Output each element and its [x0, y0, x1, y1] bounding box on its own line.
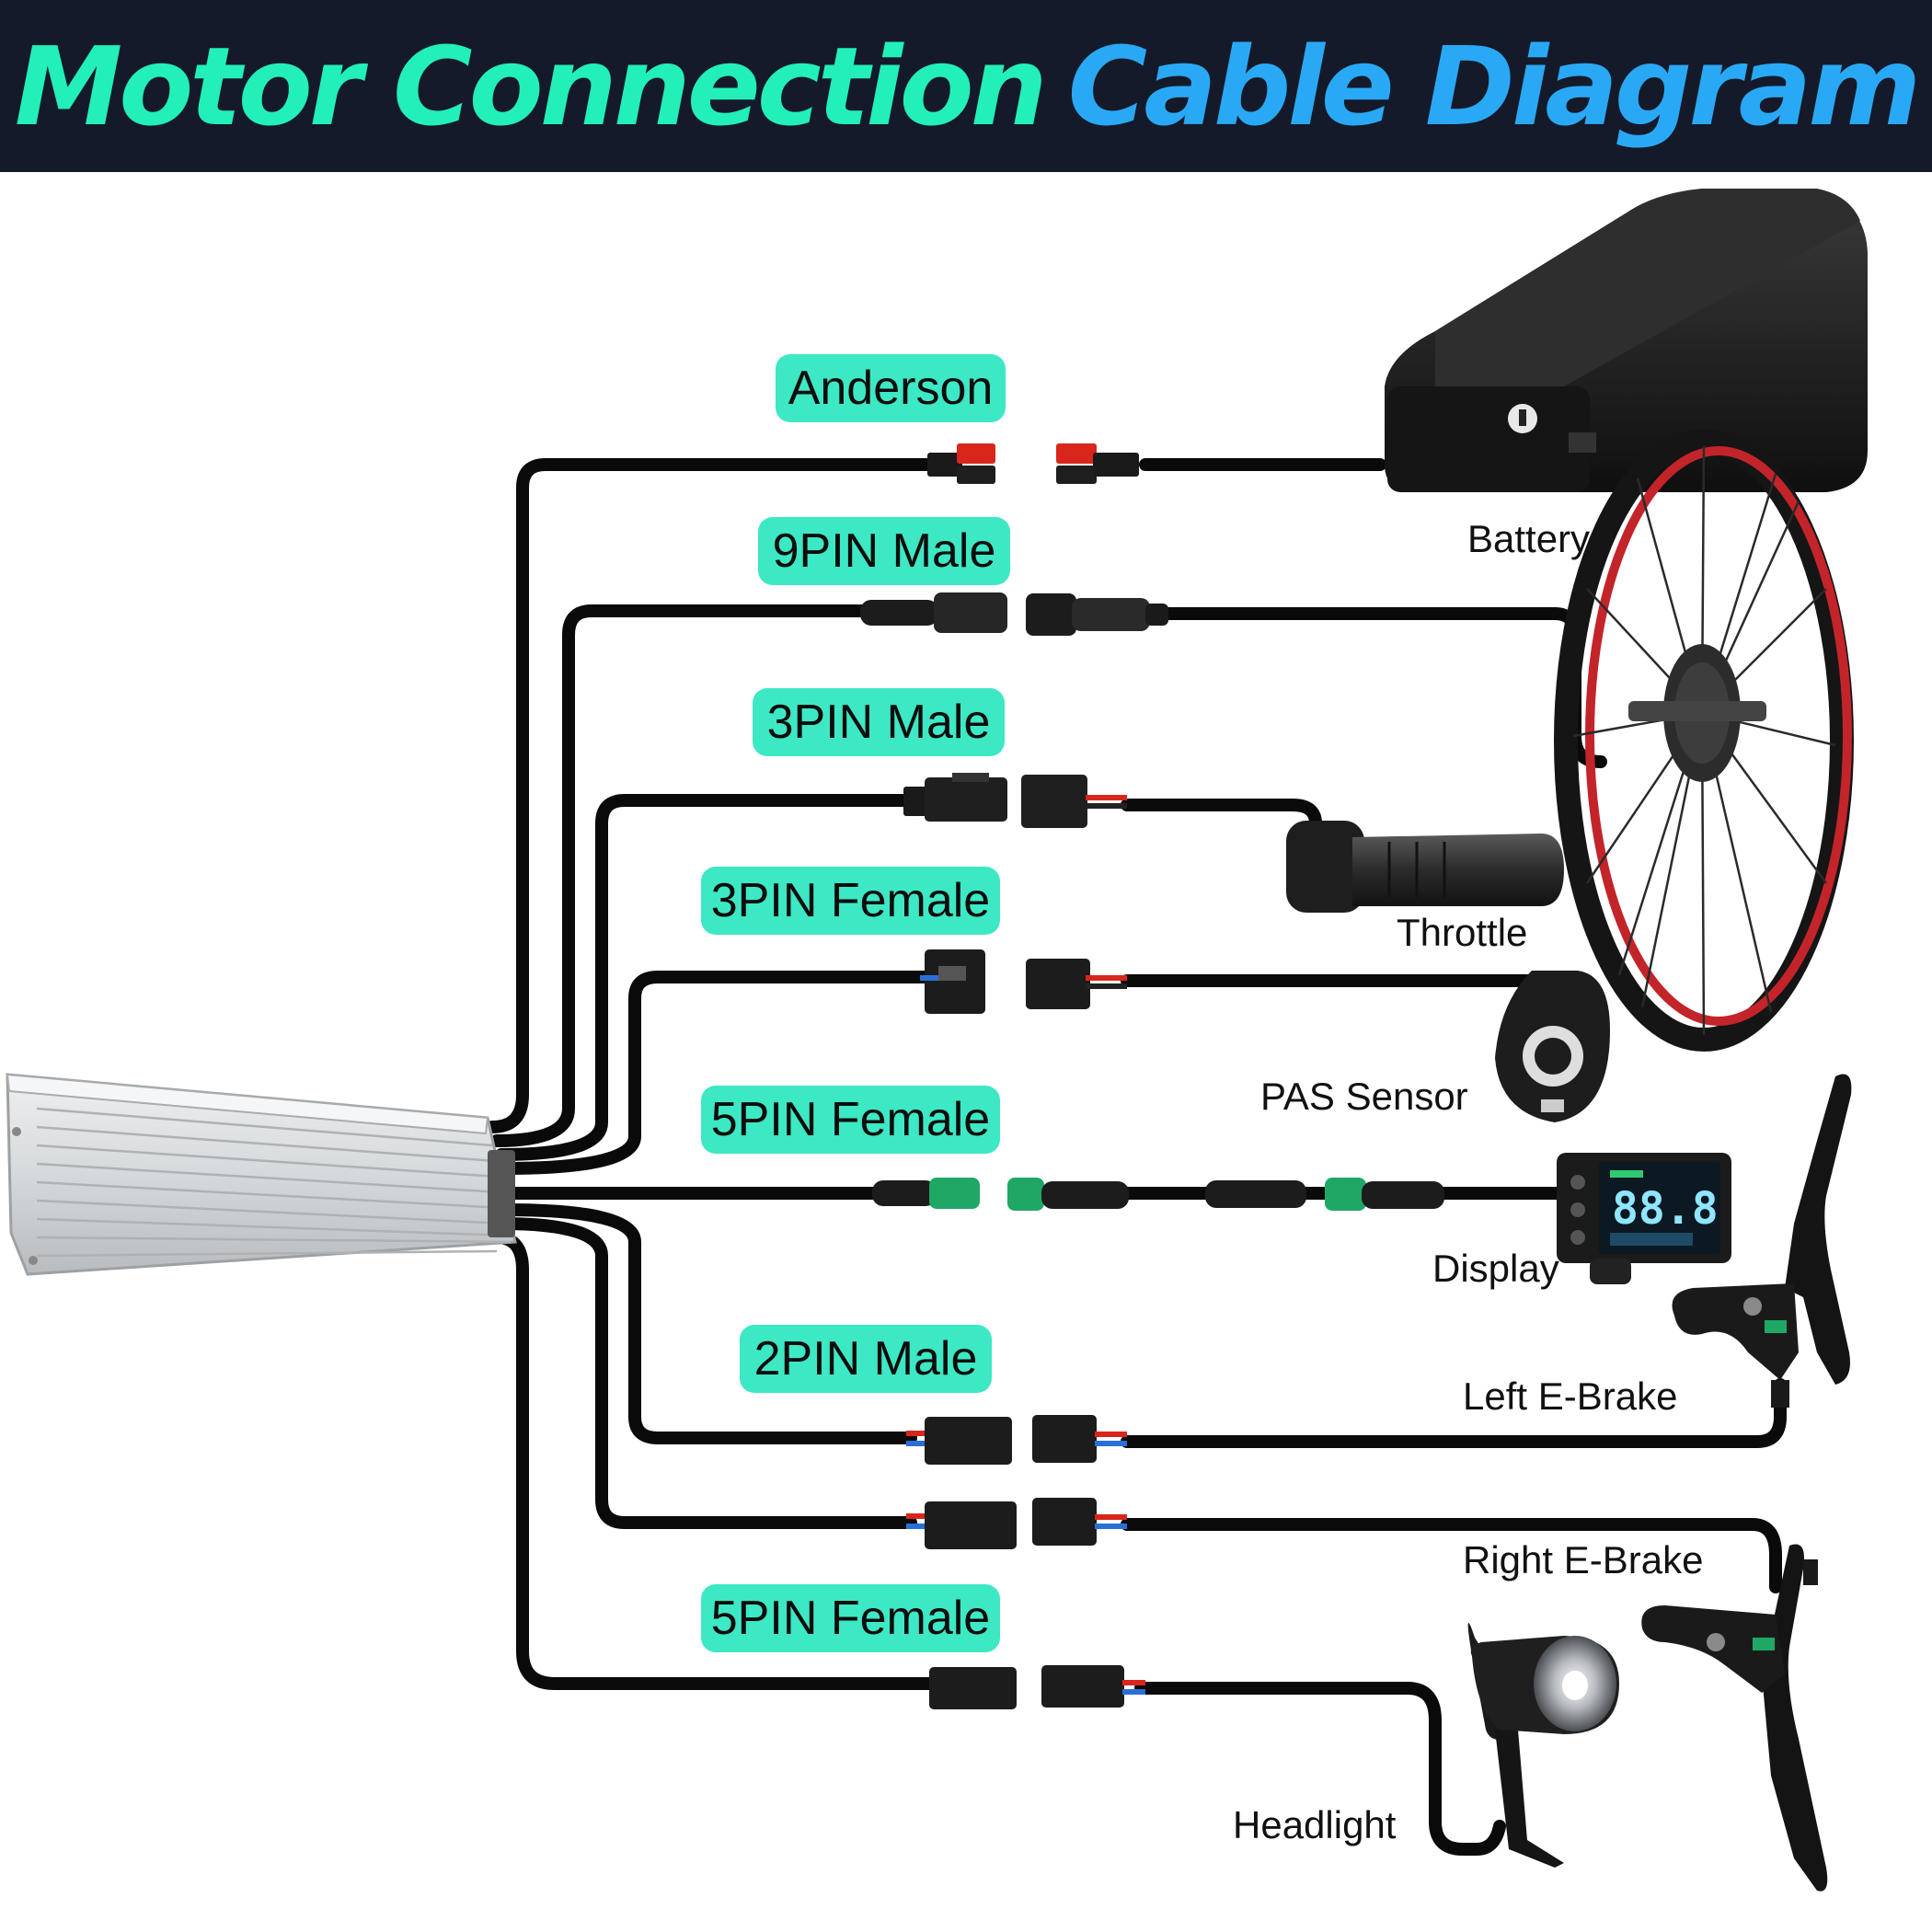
2pin-female-right-connector [1032, 1498, 1127, 1546]
3pin-male-mate-connector [1021, 775, 1127, 828]
display-label: Display [1432, 1247, 1559, 1290]
3pin-female-label: 3PIN Female [701, 867, 1000, 935]
9pin-male-label: 9PIN Male [758, 517, 1010, 585]
cable-headlight [1134, 1682, 1506, 1856]
anderson-label: Anderson [776, 354, 1006, 422]
cable-9pin-controller [490, 604, 876, 1147]
cable-right-ebrake [1121, 1518, 1782, 1593]
cable-3pin-female-controller [500, 971, 936, 1175]
right-ebrake-label: Right E-Brake [1463, 1538, 1704, 1581]
cable-motor [1157, 607, 1607, 768]
display-extension-connector [1007, 1178, 1444, 1211]
2pin-female-left-connector [1032, 1415, 1127, 1463]
9pin-male-connector [860, 592, 1007, 633]
anderson-connector-left [927, 443, 995, 484]
3pin-female-connector [920, 949, 985, 1014]
3pin-male-connector [903, 773, 1007, 822]
cable-3pin-male-controller [495, 794, 913, 1161]
5pin-female-headlight-connector [929, 1667, 1017, 1709]
throttle-label: Throttle [1397, 911, 1528, 954]
3pin-female-mate-connector [1026, 959, 1127, 1009]
anderson-connector-right [1056, 443, 1139, 484]
hub-motor-wheel [1554, 430, 1854, 1052]
5pin-female-display-connector [872, 1178, 980, 1209]
5pin-headlight-mate-connector [1041, 1665, 1145, 1708]
lcd-display: 88.8 [1557, 1153, 1731, 1284]
3pin-male-label: 3PIN Male [753, 688, 1005, 756]
2pin-male-left-connector [906, 1417, 1012, 1465]
battery-label: Battery [1467, 517, 1591, 560]
2pin-male-label: 2PIN Male [740, 1325, 992, 1393]
throttle-grip [1286, 821, 1564, 913]
cable-left-ebrake [1121, 1378, 1787, 1448]
9pin-female-connector [1026, 593, 1168, 636]
title-part-2: Cable Diagram [1067, 22, 1922, 150]
5pin-female-display-label: 5PIN Female [701, 1086, 1000, 1154]
cable-throttle [1121, 799, 1322, 839]
cable-2pin-right-controller [495, 1217, 917, 1529]
right-ebrake-lever [1641, 1544, 1828, 1892]
pas-sensor [1495, 971, 1610, 1122]
cable-anderson-controller [486, 458, 936, 1133]
battery-pack [1385, 189, 1868, 492]
controller-box [6, 1073, 517, 1276]
2pin-male-right-connector [906, 1501, 1017, 1549]
cable-2pin-left-controller [500, 1203, 917, 1444]
headlight-lamp [1467, 1623, 1619, 1868]
left-ebrake-lever [1672, 1074, 1852, 1408]
5pin-female-headlight-label: 5PIN Female [701, 1584, 1000, 1652]
left-ebrake-label: Left E-Brake [1463, 1374, 1678, 1418]
svg-text:88.8: 88.8 [1612, 1183, 1719, 1235]
pas-sensor-label: PAS Sensor [1260, 1075, 1468, 1118]
headlight-label: Headlight [1233, 1803, 1397, 1846]
title-part-1: Motor Connection [14, 22, 1048, 150]
